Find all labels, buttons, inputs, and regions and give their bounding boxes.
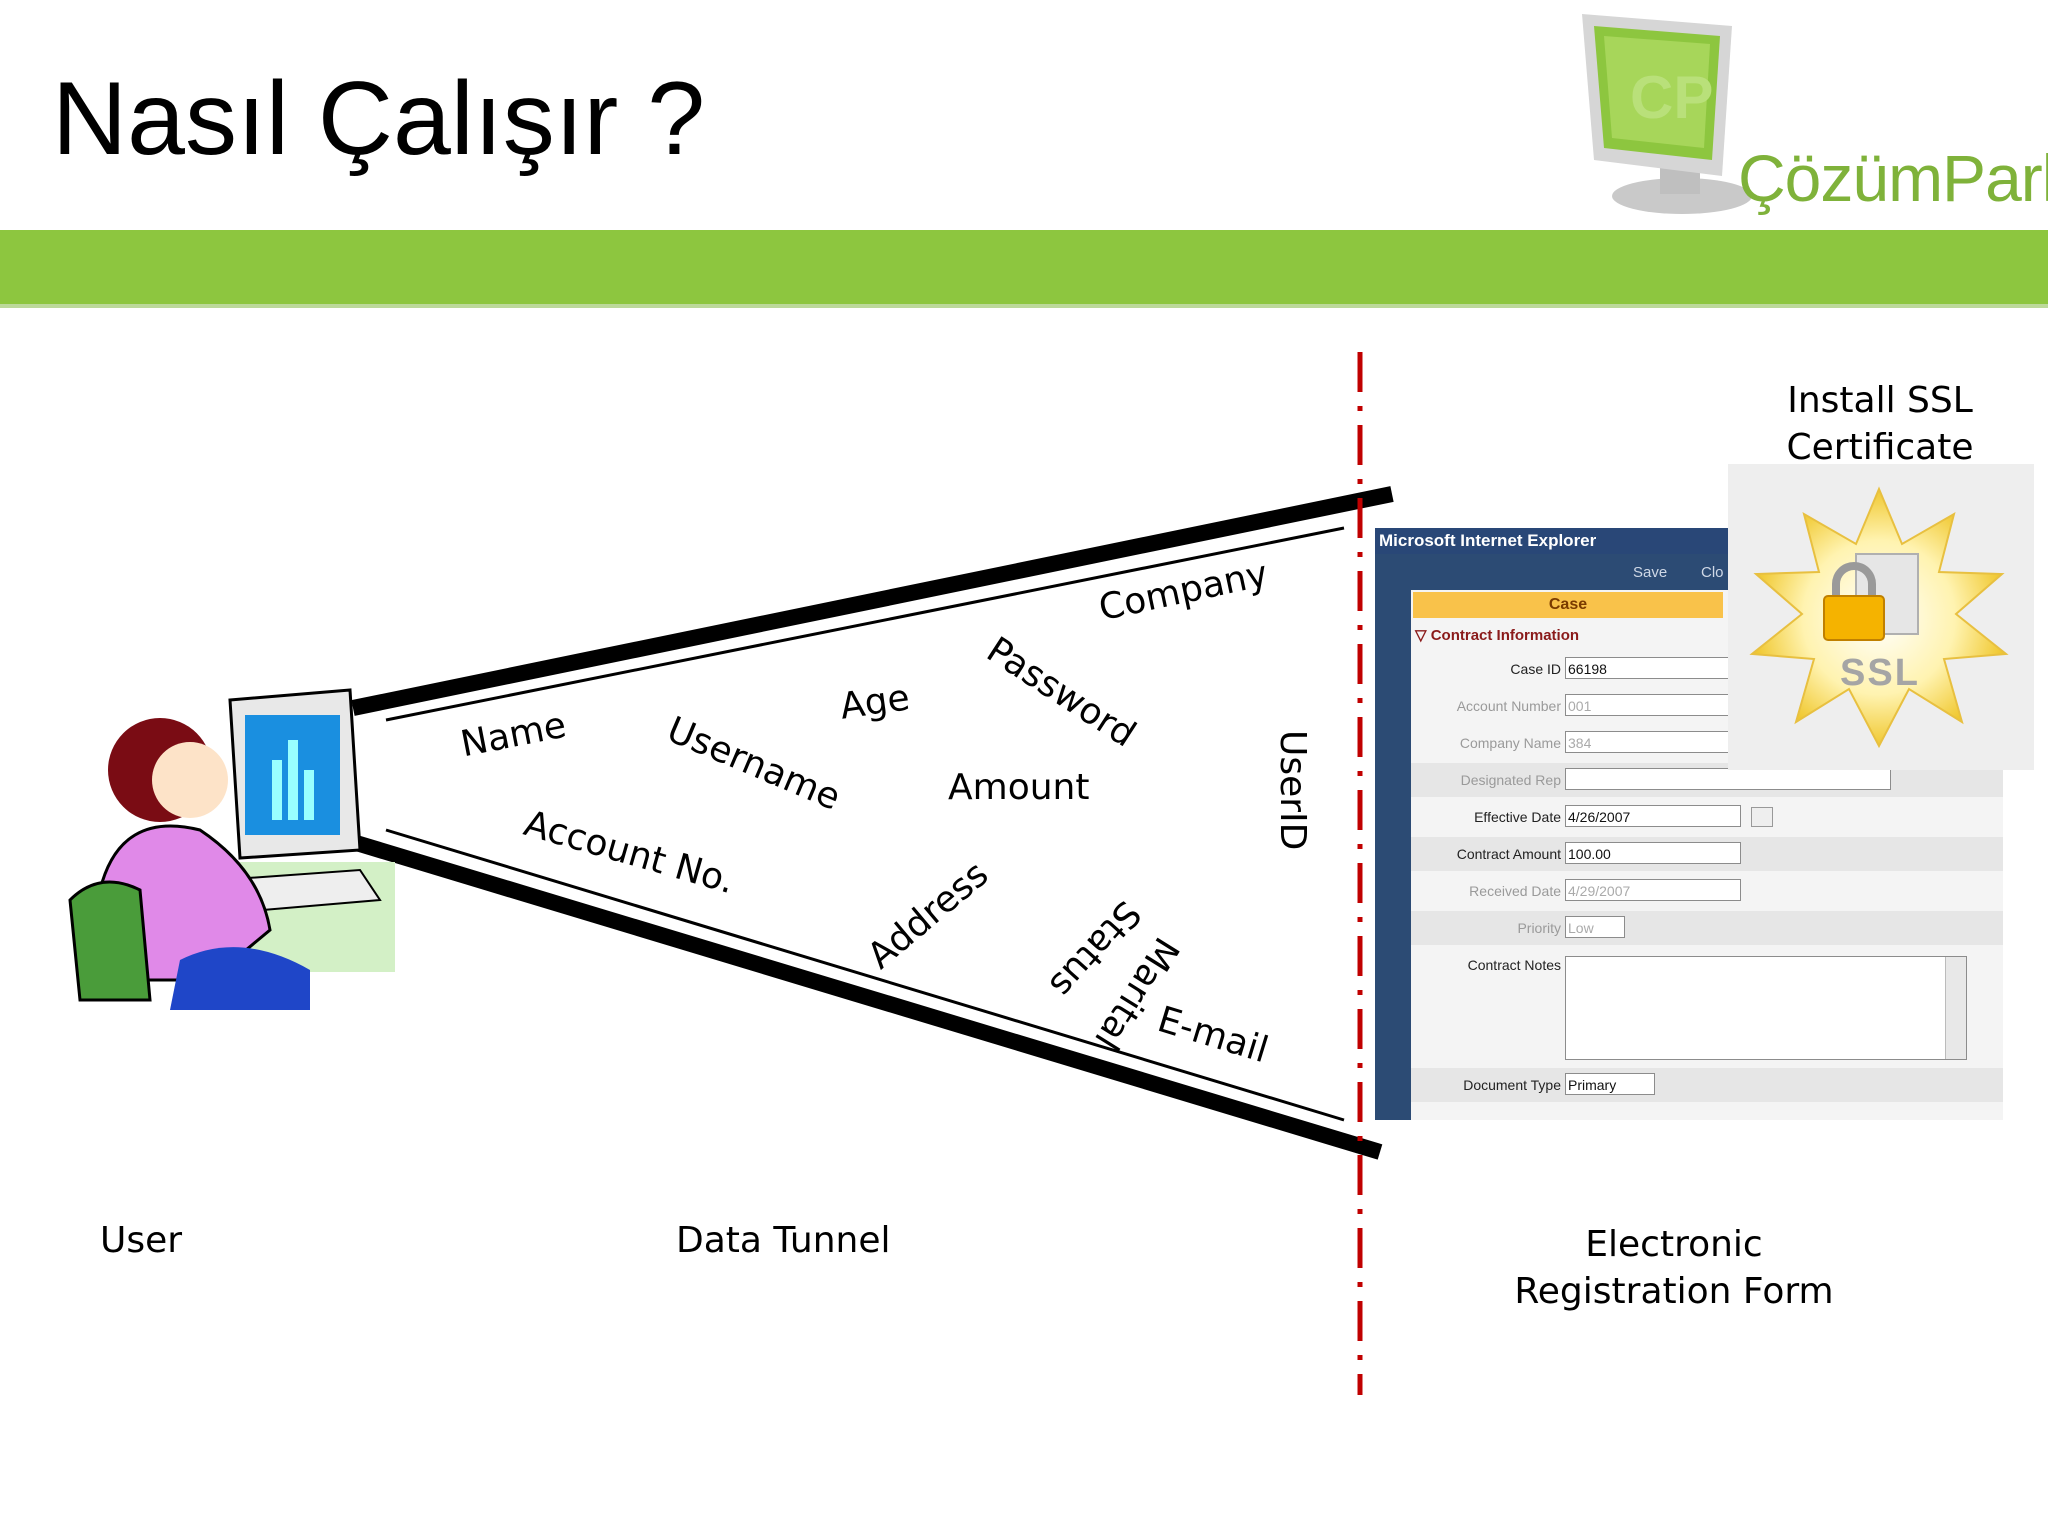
field-label: Company Name	[1459, 735, 1561, 751]
field-row-effective-date: Effective Date 4/26/2007	[1411, 800, 2003, 834]
form-left-frame	[1375, 528, 1411, 1120]
svg-text:CP: CP	[1630, 64, 1713, 131]
field-label: Case ID	[1510, 661, 1561, 677]
field-label: Designated Rep	[1460, 772, 1561, 788]
word-age: Age	[837, 677, 913, 728]
priority-select[interactable]: Low	[1565, 916, 1625, 938]
field-label: Document Type	[1463, 1077, 1561, 1093]
notes-scrollbar[interactable]	[1945, 957, 1966, 1059]
field-row-account-number: Account Number 001	[1411, 689, 2003, 723]
caption-ssl: Install SSL Certificate	[1786, 380, 1974, 468]
contract-notes-textarea[interactable]	[1565, 956, 1967, 1060]
caption-data-tunnel: Data Tunnel	[676, 1220, 891, 1261]
field-row-company-name: Company Name 384	[1411, 726, 2003, 760]
field-row-priority: Priority Low	[1411, 911, 2003, 945]
green-band	[0, 230, 2048, 308]
caption-user: User	[100, 1220, 183, 1261]
field-label: Received Date	[1469, 883, 1561, 899]
field-row-case-id: Case ID 66198	[1411, 652, 2003, 686]
field-label: Account Number	[1456, 698, 1561, 714]
calendar-icon[interactable]	[1751, 807, 1773, 827]
user-computer-illustration	[68, 688, 395, 1010]
save-button[interactable]: Save	[1633, 564, 1668, 581]
field-label: Effective Date	[1474, 809, 1561, 825]
effective-date-input[interactable]: 4/26/2007	[1565, 805, 1741, 827]
chevron-down-icon: ▽	[1415, 627, 1431, 644]
field-row-document-type: Document Type Primary	[1411, 1068, 2003, 1102]
ssl-badge-label: SSL	[1840, 652, 1920, 694]
field-row-contract-notes: Contract Notes	[1411, 948, 2003, 982]
received-date-input[interactable]: 4/29/2007	[1565, 879, 1741, 901]
field-label: Contract Amount	[1456, 846, 1561, 862]
close-button[interactable]: Clo	[1701, 564, 1724, 581]
document-type-select[interactable]: Primary	[1565, 1073, 1655, 1095]
field-label: Priority	[1517, 920, 1561, 936]
case-header: Case	[1413, 592, 1723, 618]
designated-rep-input[interactable]	[1565, 768, 1891, 790]
word-userid: UserID	[1272, 730, 1313, 851]
field-label: Contract Notes	[1467, 957, 1561, 973]
case-id-input[interactable]: 66198	[1565, 657, 1741, 679]
ssl-badge	[1749, 486, 2009, 749]
logo-text: ÇözümPark	[1738, 141, 2048, 215]
slide-title: Nasıl Çalışır ?	[52, 61, 706, 177]
field-row-received-date: Received Date 4/29/2007	[1411, 874, 2003, 908]
registration-form-screenshot: Microsoft Internet Explorer Save Clo Cas…	[1375, 528, 2003, 1120]
field-row-contract-amount: Contract Amount 100.00	[1411, 837, 2003, 871]
account-number-input[interactable]: 001	[1565, 694, 1741, 716]
caption-form: Electronic Registration Form	[1514, 1224, 1834, 1312]
company-name-input[interactable]: 384	[1565, 731, 1741, 753]
field-row-designated-rep: Designated Rep	[1411, 763, 2003, 797]
section-contract-information[interactable]: ▽ Contract Information	[1415, 627, 1580, 644]
word-amount: Amount	[948, 767, 1090, 808]
cozumpark-logo: CP	[1582, 14, 1752, 214]
contract-amount-input[interactable]: 100.00	[1565, 842, 1741, 864]
